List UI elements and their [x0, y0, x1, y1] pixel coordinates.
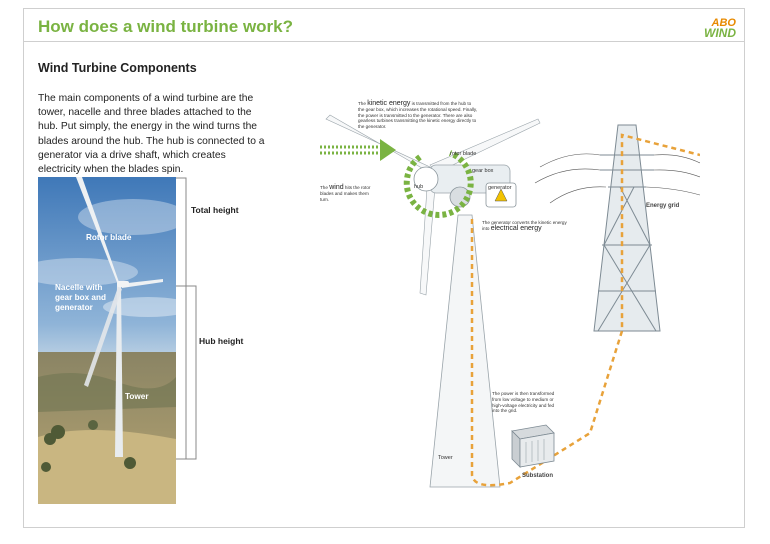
generator-text: The generator converts the kinetic energ… [482, 220, 567, 232]
height-brackets [176, 177, 197, 460]
photo-label-tower: Tower [125, 392, 149, 401]
turbine-diagram-illustration [320, 114, 701, 488]
page-frame [23, 8, 745, 528]
gear-box-label: gear box [472, 168, 494, 174]
logo-abo-text: ABO [711, 17, 736, 29]
generator-label: generator [488, 185, 512, 191]
power-lines [534, 153, 701, 204]
turbine-diagram: The kinetic energy is transmitted from t… [300, 95, 701, 495]
hub-height-label: Hub height [199, 336, 244, 346]
warning-icon [494, 188, 508, 202]
kinetic-energy-text: The kinetic energy is transmitted from t… [358, 100, 478, 130]
page-title: How does a wind turbine work? [38, 17, 294, 36]
turbine-photo-illustration [38, 177, 176, 504]
tower-label: Tower [438, 455, 453, 461]
tower-shape [429, 214, 501, 488]
logo-wind-text: WIND [704, 26, 736, 40]
total-height-label: Total height [191, 205, 239, 215]
substation-shape [511, 424, 555, 468]
gear-box-shape [449, 186, 471, 208]
turbine-photo: Rotor blade Nacelle with gear box and ge… [38, 177, 176, 504]
intro-paragraph: The main components of a wind turbine ar… [38, 93, 265, 176]
energy-grid-label: Energy grid [646, 203, 680, 209]
substation-text: The power is then transformed from low v… [492, 391, 555, 414]
hub-label: hub [414, 184, 424, 190]
substation-label: Substation [522, 473, 553, 479]
photo-label-nacelle: Nacelle with gear box and generator [55, 283, 106, 312]
section-title: Wind Turbine Components [38, 61, 197, 75]
header-divider [24, 41, 744, 42]
abo-wind-logo: ABO WIND [692, 17, 736, 40]
rotor-blade-label: rotor blade [450, 151, 477, 157]
energy-grid-pylon [593, 124, 661, 332]
wind-arrows [320, 145, 380, 155]
rotation-arc [403, 150, 474, 218]
energy-flow-line [470, 133, 701, 487]
wind-text: The wind hits the rotor blades and makes… [320, 184, 371, 202]
wind-arrow-head [380, 139, 396, 161]
hub-shape [413, 166, 439, 192]
photo-label-rotor-blade: Rotor blade [86, 233, 132, 242]
